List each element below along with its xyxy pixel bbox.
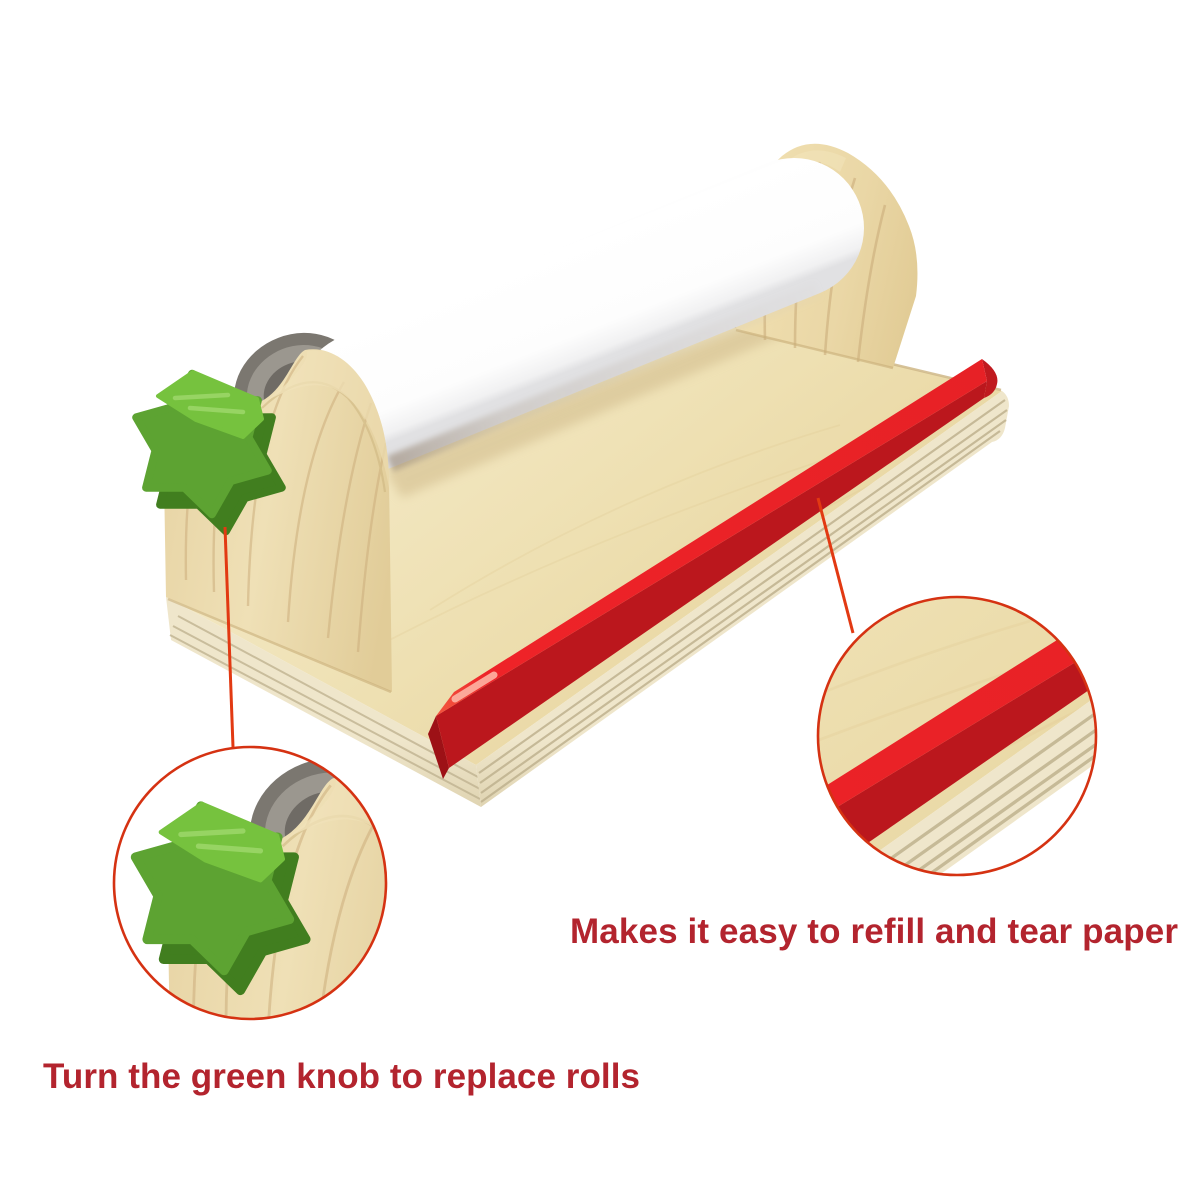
svg-text:Turn the green knob to replace: Turn the green knob to replace rolls — [43, 1057, 640, 1096]
svg-text:Makes it easy to refill and te: Makes it easy to refill and tear paper — [570, 912, 1178, 951]
